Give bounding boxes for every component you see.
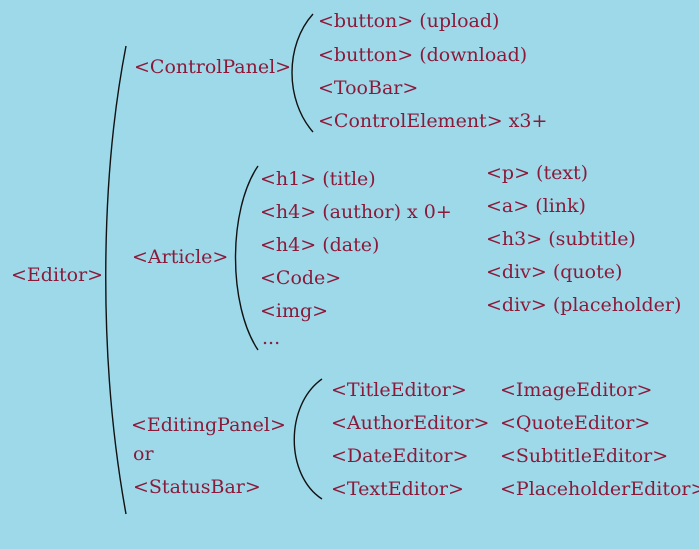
article-bracket xyxy=(234,165,259,351)
editing-panel-child: <PlaceholderEditor> xyxy=(500,478,699,500)
control-panel-bracket xyxy=(291,13,314,133)
control-panel-child: <button> (download) xyxy=(318,44,528,66)
article-child: <p> (text) xyxy=(486,162,589,184)
editing-panel-label: <EditingPanel> xyxy=(131,414,286,436)
editing-panel-or-label: or xyxy=(133,443,154,465)
article-child: <h3> (subtitle) xyxy=(486,228,636,250)
article-child: <h4> (author) x 0+ xyxy=(260,201,452,223)
article-child: <h4> (date) xyxy=(260,234,380,256)
editing-panel-child: <TextEditor> xyxy=(331,478,464,500)
article-child: <div> (quote) xyxy=(486,261,623,283)
editing-panel-child: <ImageEditor> xyxy=(500,379,653,401)
article-child: <img> xyxy=(260,300,329,322)
control-panel-label: <ControlPanel> xyxy=(134,56,292,78)
article-child: <Code> xyxy=(260,267,342,289)
article-child: <h1> (title) xyxy=(260,168,376,190)
control-panel-child: <button> (upload) xyxy=(318,10,500,32)
control-panel-child: <ControlElement> x3+ xyxy=(318,110,548,132)
editor-label: <Editor> xyxy=(11,264,104,286)
editing-panel-child: <QuoteEditor> xyxy=(500,412,651,434)
control-panel-child: <TooBar> xyxy=(318,77,419,99)
article-label: <Article> xyxy=(132,246,229,268)
status-bar-label: <StatusBar> xyxy=(133,476,261,498)
editing-panel-bracket xyxy=(293,378,323,500)
article-child-ellipsis: ... xyxy=(262,327,281,349)
editing-panel-child: <DateEditor> xyxy=(331,445,469,467)
article-child: <div> (placeholder) xyxy=(486,294,682,316)
editing-panel-child: <SubtitleEditor> xyxy=(500,445,669,467)
article-child: <a> (link) xyxy=(486,195,586,217)
editing-panel-child: <TitleEditor> xyxy=(331,379,467,401)
editing-panel-child: <AuthorEditor> xyxy=(331,412,490,434)
editor-bracket xyxy=(105,45,127,515)
